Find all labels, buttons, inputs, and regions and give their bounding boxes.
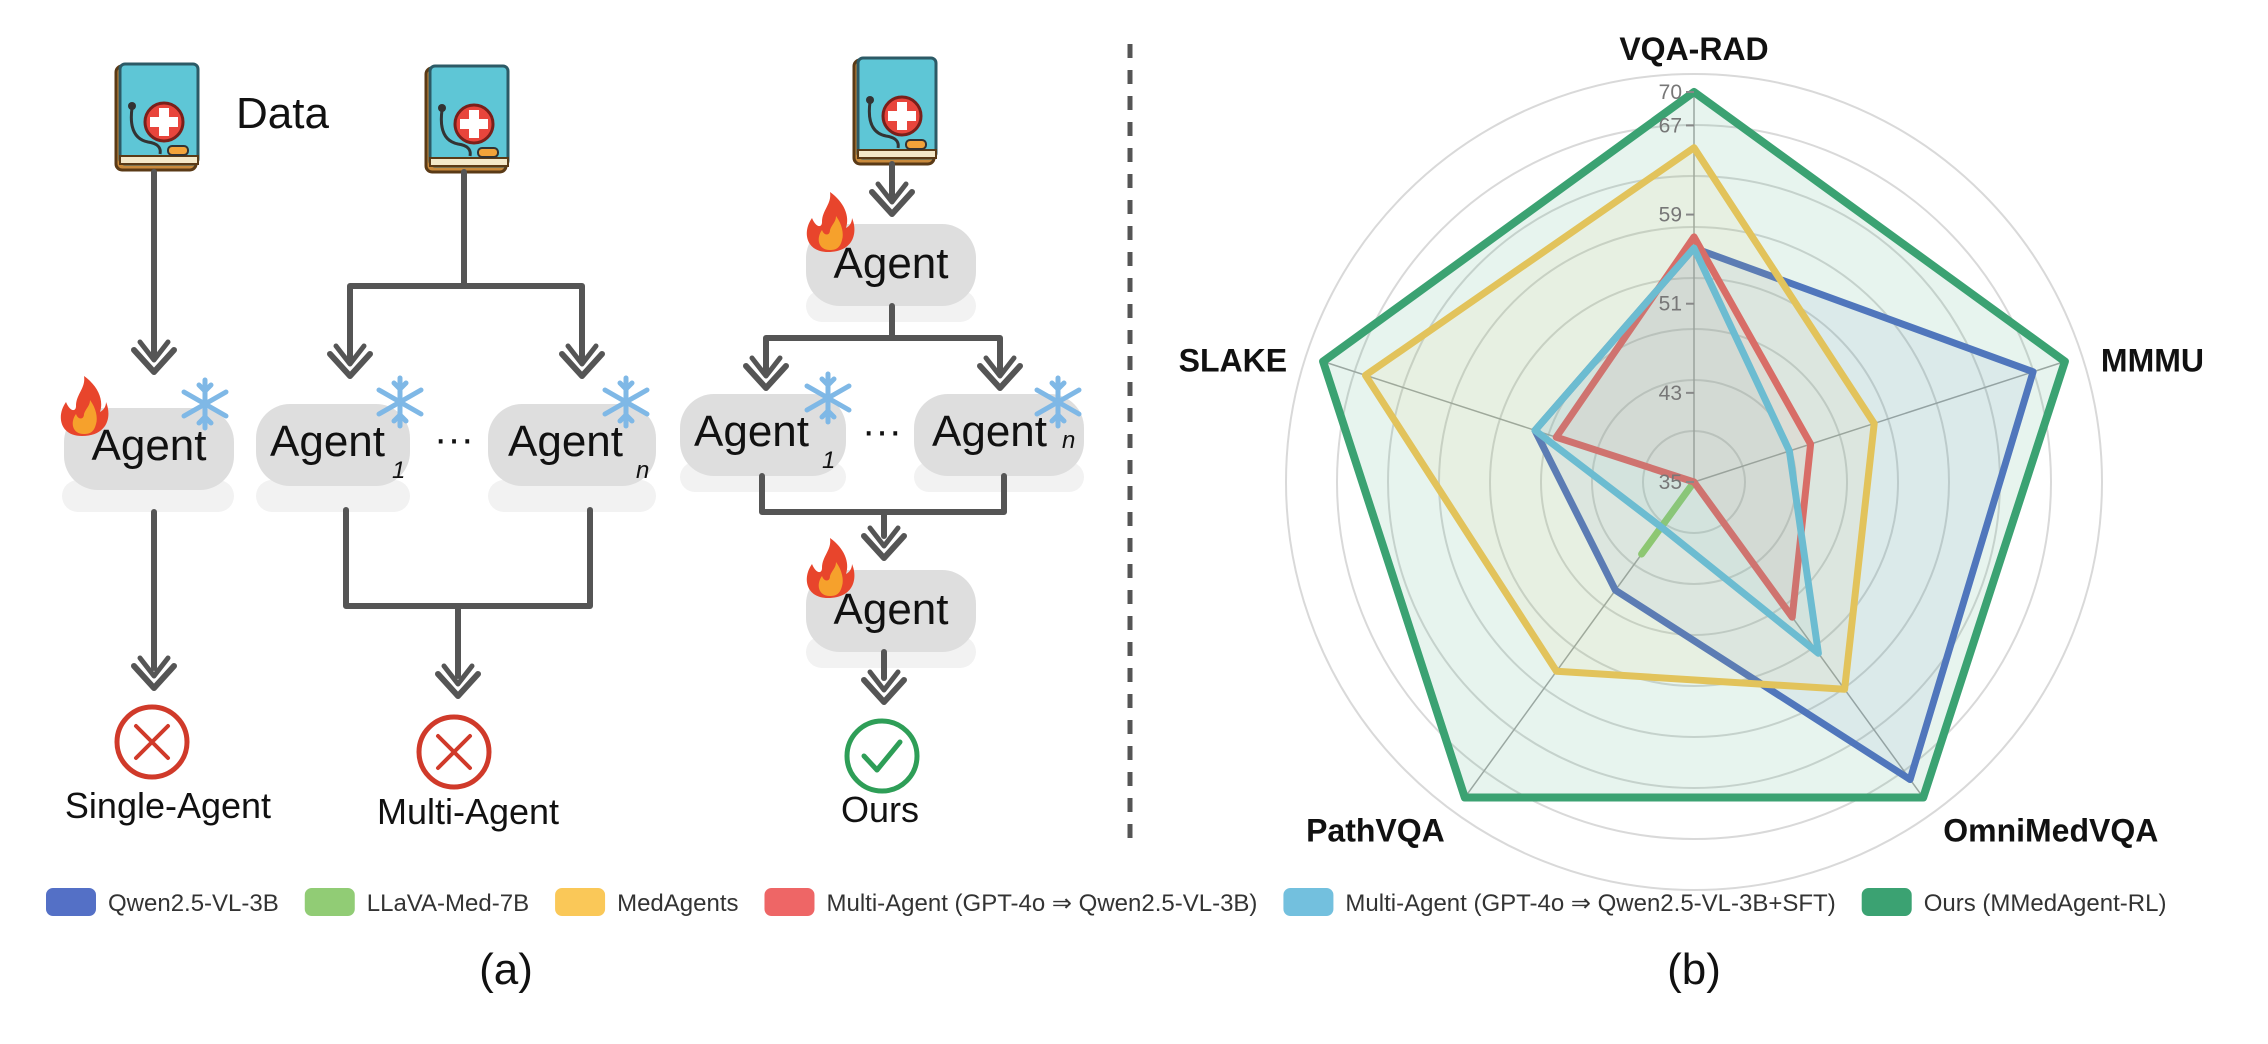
legend-swatch	[304, 888, 355, 916]
ellipsis: ···	[862, 409, 902, 453]
trainable-fire-icon	[806, 192, 855, 252]
data-label: Data	[236, 89, 329, 138]
panel-b-caption: (b)	[1667, 945, 1721, 994]
panel-a: Data Agent Single-Agent Agent 1 ···	[60, 56, 1084, 994]
trainable-fire-icon	[806, 538, 855, 598]
radar-chart: 35 43 51 59 67 70 VQA-RAD MMMU OmniMedVQA PathVQ…	[1179, 31, 2204, 891]
legend-label: LLaVA-Med-7B	[367, 890, 529, 917]
ours-agent-n-box	[914, 394, 1084, 476]
radar-axis-label-slake: SLAKE	[1179, 342, 1287, 378]
agent-1-label: Agent	[270, 417, 385, 466]
radar-tick-label: 67	[1659, 114, 1682, 137]
ours-agent-top-label: Agent	[834, 239, 949, 288]
fan-in-arrows	[343, 507, 593, 679]
radar-series-polygon	[1638, 478, 1698, 558]
radar-series-polygon	[1319, 88, 2069, 802]
panel-a-caption: (a)	[479, 945, 533, 994]
trainable-fire-icon	[60, 376, 109, 436]
agent-n-box	[488, 404, 656, 486]
radar-series	[1319, 88, 2069, 802]
multi-agent-caption: Multi-Agent	[377, 791, 559, 832]
radar-tick-label: 59	[1659, 204, 1682, 227]
ours-agent-bottom-label: Agent	[834, 585, 949, 634]
legend-swatch	[1283, 888, 1334, 916]
medical-book-icon	[852, 56, 938, 166]
radar-series-polygon	[1531, 244, 1822, 657]
ours-agent-1-label: Agent	[694, 407, 809, 456]
radar-ticks: 35 43 51 59 67 70	[1659, 81, 1694, 494]
radar-tick-label: 35	[1659, 471, 1682, 494]
agent-1-box	[256, 404, 410, 486]
radar-tick-label: 51	[1659, 293, 1682, 316]
multi-agent-pipeline: Agent 1 ··· Agent n Multi-Agent	[256, 64, 656, 832]
legend-label: Multi-Agent (GPT-4o ⇒ Qwen2.5-VL-3B+SFT)	[1345, 890, 1835, 917]
fan-in-arrows	[759, 473, 1007, 539]
fan-out-arrows	[763, 303, 1003, 375]
legend-label: Ours (MMedAgent-RL)	[1924, 890, 2167, 917]
legend-swatch	[764, 888, 815, 916]
agent-n-label: Agent	[508, 417, 623, 466]
radar-axis-labels: VQA-RAD MMMU OmniMedVQA PathVQA SLAKE	[1179, 31, 2204, 849]
agent-n-subscript: n	[636, 457, 649, 484]
radar-axis-label-mmmu: MMMU	[2101, 342, 2204, 378]
legend-label: Multi-Agent (GPT-4o ⇒ Qwen2.5-VL-3B)	[826, 890, 1257, 917]
success-check-icon	[844, 718, 920, 794]
ours-caption: Ours	[841, 789, 919, 830]
radar-axis-label-pathvqa: PathVQA	[1306, 813, 1445, 849]
legend-label: Qwen2.5-VL-3B	[108, 890, 279, 917]
radar-grid-ring	[1285, 73, 2103, 891]
single-agent-box	[64, 408, 234, 490]
legend: Qwen2.5-VL-3B LLaVA-Med-7B MedAgents Multi-…	[46, 888, 2166, 917]
single-agent-label: Agent	[92, 421, 207, 470]
legend-swatch	[46, 888, 96, 916]
medical-book-icon	[114, 62, 200, 172]
legend-swatch	[1861, 888, 1912, 916]
ellipsis: ···	[434, 417, 474, 461]
fan-out-arrows	[347, 169, 585, 363]
medical-book-icon	[424, 64, 510, 174]
ours-agent-1-box	[680, 394, 846, 476]
legend-label: MedAgents	[617, 890, 738, 917]
agent-1-subscript: 1	[392, 457, 405, 484]
radar-axis-label-omnimedvqa: OmniMedVQA	[1943, 813, 2158, 849]
radar-series-polygon	[1552, 233, 1815, 621]
radar-tick-label: 43	[1659, 382, 1682, 405]
ours-agent-1-subscript: 1	[822, 447, 835, 474]
ours-agent-n-subscript: n	[1062, 427, 1075, 454]
radar-tick-label: 70	[1659, 81, 1682, 104]
legend-swatch	[555, 888, 606, 916]
ours-agent-n-label: Agent	[932, 407, 1047, 456]
ours-pipeline: Agent Agent 1 ··· Agent n Agent	[680, 56, 1084, 830]
single-agent-pipeline: Data Agent Single-Agent	[60, 62, 329, 826]
radar-axis-label-vqa-rad: VQA-RAD	[1619, 31, 1768, 67]
single-agent-caption: Single-Agent	[65, 785, 271, 826]
radar-axis-line	[1693, 360, 2066, 483]
